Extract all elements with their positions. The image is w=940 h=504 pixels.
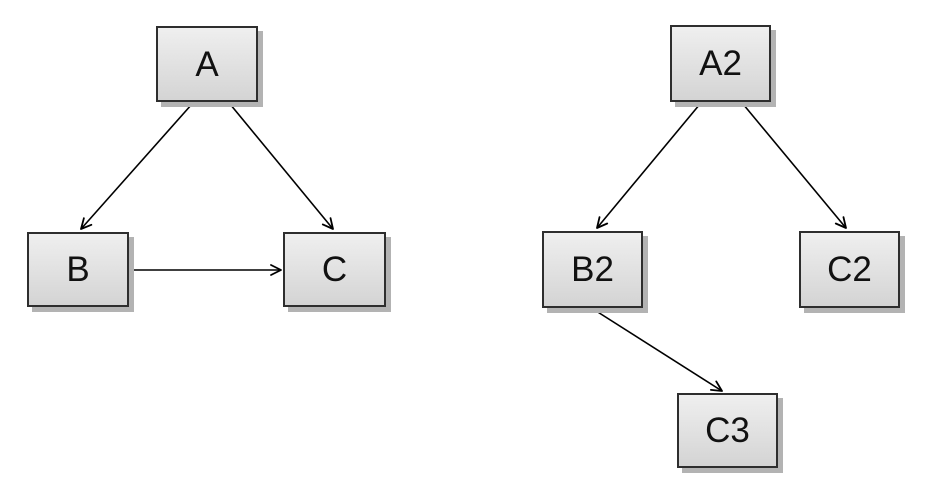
node-B2[interactable]: B2 (542, 231, 643, 308)
edges-group (80, 103, 847, 392)
node-C[interactable]: C (283, 232, 386, 307)
edge-A-B (80, 103, 193, 230)
edge-A2-C2 (742, 103, 847, 229)
node-C3[interactable]: C3 (677, 393, 778, 468)
node-B[interactable]: B (27, 232, 129, 307)
edge-B2-C3 (592, 308, 723, 392)
node-C2[interactable]: C2 (799, 231, 900, 308)
node-B2-label: B2 (571, 250, 614, 289)
node-A2-label: A2 (699, 44, 742, 83)
node-B-label: B (66, 250, 90, 289)
node-A[interactable]: A (156, 26, 258, 102)
edge-A-C (229, 103, 334, 230)
node-A2[interactable]: A2 (670, 25, 771, 102)
node-C-label: C (321, 250, 348, 289)
node-C3-label: C3 (705, 411, 750, 450)
node-A-label: A (195, 44, 219, 84)
edge-A2-B2 (596, 103, 701, 229)
node-C2-label: C2 (827, 250, 872, 289)
